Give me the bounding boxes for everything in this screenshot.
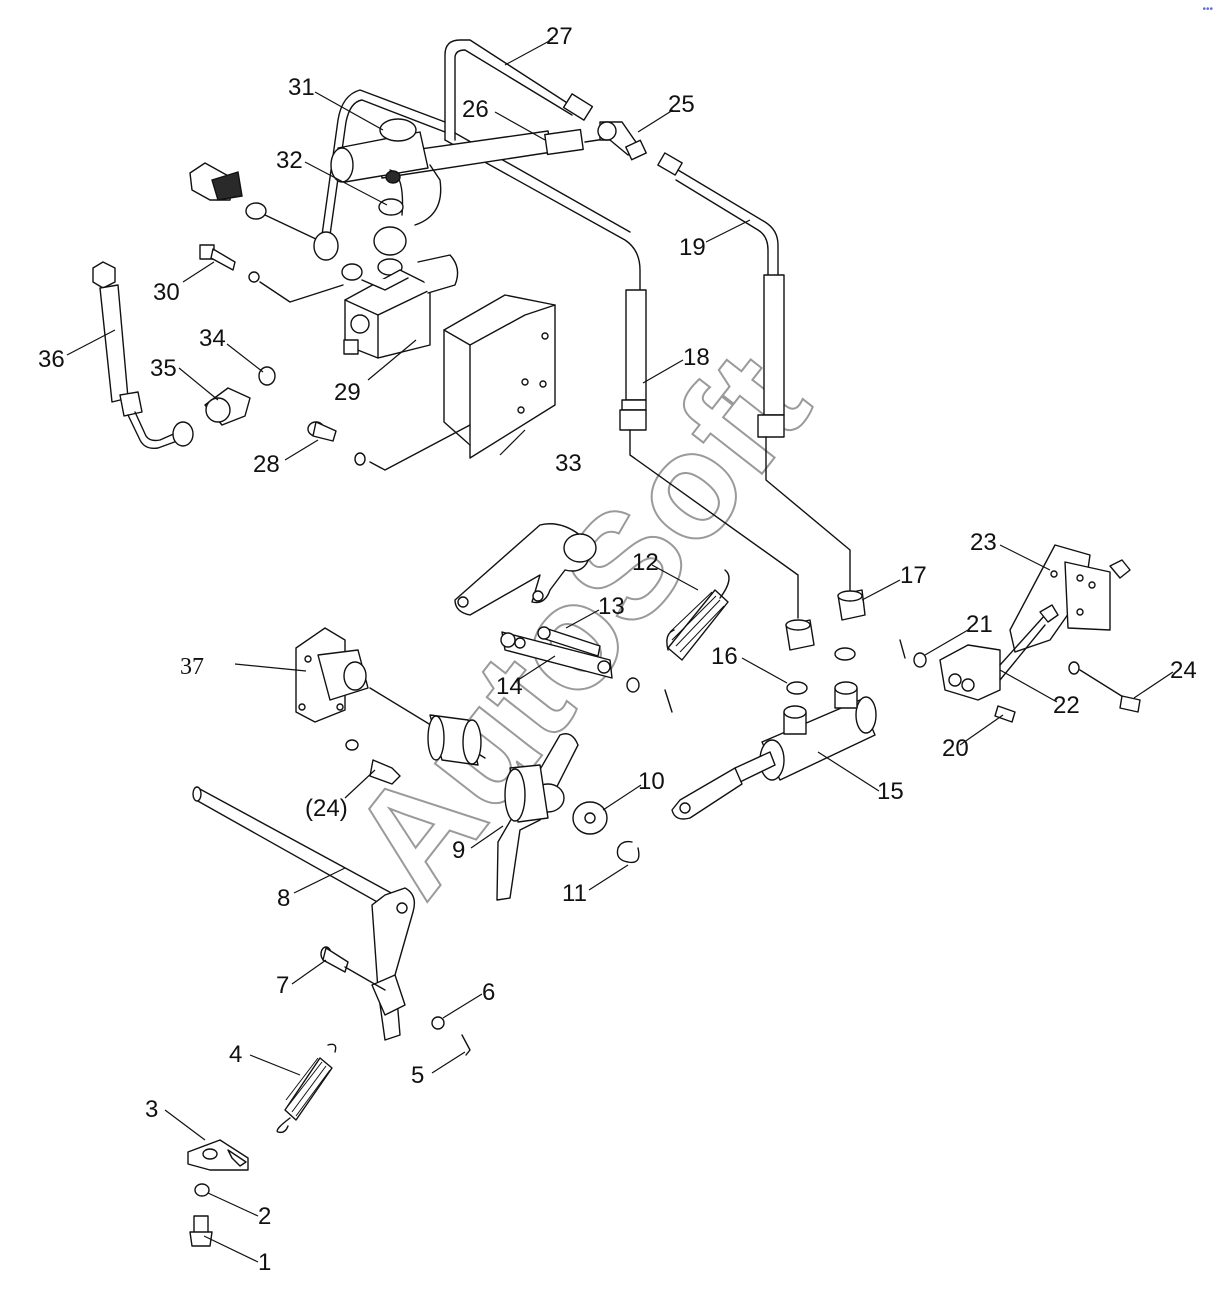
part-32-washers	[373, 170, 407, 276]
callout-2: 2	[258, 1203, 271, 1230]
part-10-washer	[572, 801, 608, 835]
callout-30: 30	[153, 279, 180, 306]
callout-10: 10	[638, 768, 665, 795]
part-11-clip	[616, 840, 640, 864]
callout-4: 4	[229, 1041, 242, 1068]
part-banjo-bolt	[189, 162, 363, 281]
part-1-bolt	[189, 1215, 213, 1247]
callout-27: 27	[546, 23, 573, 50]
part-5-cotter	[461, 1034, 471, 1056]
callout-21: 21	[966, 611, 993, 638]
part-15-cylinder	[671, 681, 877, 820]
part-14-link	[500, 631, 673, 713]
part-6-washer	[431, 1016, 445, 1030]
part-35-adapter	[204, 387, 251, 426]
callout-34: 34	[199, 325, 226, 352]
part-8-shaft	[192, 786, 416, 1041]
callout-22: 22	[1053, 692, 1080, 719]
part-34-washer	[258, 366, 276, 386]
part-24b-bolt	[345, 739, 401, 785]
part-3-plate	[187, 1139, 249, 1171]
part-19-hose	[757, 274, 851, 591]
part-20-pin	[994, 705, 1016, 723]
callout-24: 24	[1170, 657, 1197, 684]
part-36-hose	[92, 261, 194, 450]
callout-17: 17	[900, 562, 927, 589]
part-lever-arm	[454, 523, 597, 616]
callout-5: 5	[411, 1062, 424, 1089]
callout-labels: 1 2 3 4 5 6 7 8 9 10 11 12 13 14 15 16 1…	[38, 23, 1197, 1276]
callout-26: 26	[462, 96, 489, 123]
callout-33: 33	[555, 450, 582, 477]
callout-7: 7	[276, 972, 289, 999]
callout-37: 37	[180, 654, 204, 680]
callout-15: 15	[877, 778, 904, 805]
part-2-washer	[194, 1183, 210, 1197]
callout-8: 8	[277, 885, 290, 912]
part-4-spring	[276, 1043, 337, 1134]
callout-19: 19	[679, 234, 706, 261]
callout-23: 23	[970, 529, 997, 556]
part-21-pin	[899, 639, 927, 668]
callout-13: 13	[598, 593, 625, 620]
part-28-bolt	[307, 421, 471, 471]
part-9-pedal-arm	[496, 733, 579, 901]
leader-lines	[66, 38, 1174, 1263]
part-33-bracket	[443, 294, 556, 459]
callout-29: 29	[334, 379, 361, 406]
callout-12: 12	[632, 549, 659, 576]
watermark-text: AutoSoft	[318, 322, 840, 924]
callout-11: 11	[562, 880, 587, 907]
callout-18: 18	[683, 344, 710, 371]
callout-9: 9	[452, 837, 465, 864]
part-18-hose	[619, 289, 799, 619]
part-7-pin	[320, 946, 386, 991]
callout-25: 25	[668, 91, 695, 118]
callout-24-ref: (24)	[305, 795, 348, 822]
part-19-pipe	[657, 152, 779, 276]
callout-35: 35	[150, 355, 177, 382]
callout-31: 31	[288, 74, 315, 101]
callout-28: 28	[253, 451, 280, 478]
part-24-bolt	[1068, 661, 1141, 713]
callout-3: 3	[145, 1096, 158, 1123]
part-30-bolt	[199, 244, 344, 303]
callout-36: 36	[38, 346, 65, 373]
part-13-pin	[537, 626, 601, 657]
part-27-pipe	[444, 39, 641, 291]
callout-20: 20	[942, 735, 969, 762]
part-29-valve-block	[343, 254, 459, 359]
part-37-bracket	[295, 627, 486, 759]
part-17-fittings	[834, 589, 866, 661]
part-22-clevis	[939, 604, 1059, 701]
callout-14: 14	[496, 673, 523, 700]
corner-mark-icon: •••	[1202, 4, 1213, 15]
part-16-fittings	[785, 619, 815, 695]
part-23-bracket	[1009, 544, 1131, 653]
part-37-bushing	[427, 714, 482, 766]
callout-6: 6	[482, 979, 495, 1006]
part-31-fitting	[321, 89, 446, 236]
callout-16: 16	[711, 643, 738, 670]
part-12-spring	[666, 569, 730, 661]
part-25-tee	[597, 121, 647, 161]
callout-1: 1	[258, 1249, 271, 1276]
callout-32: 32	[276, 147, 303, 174]
